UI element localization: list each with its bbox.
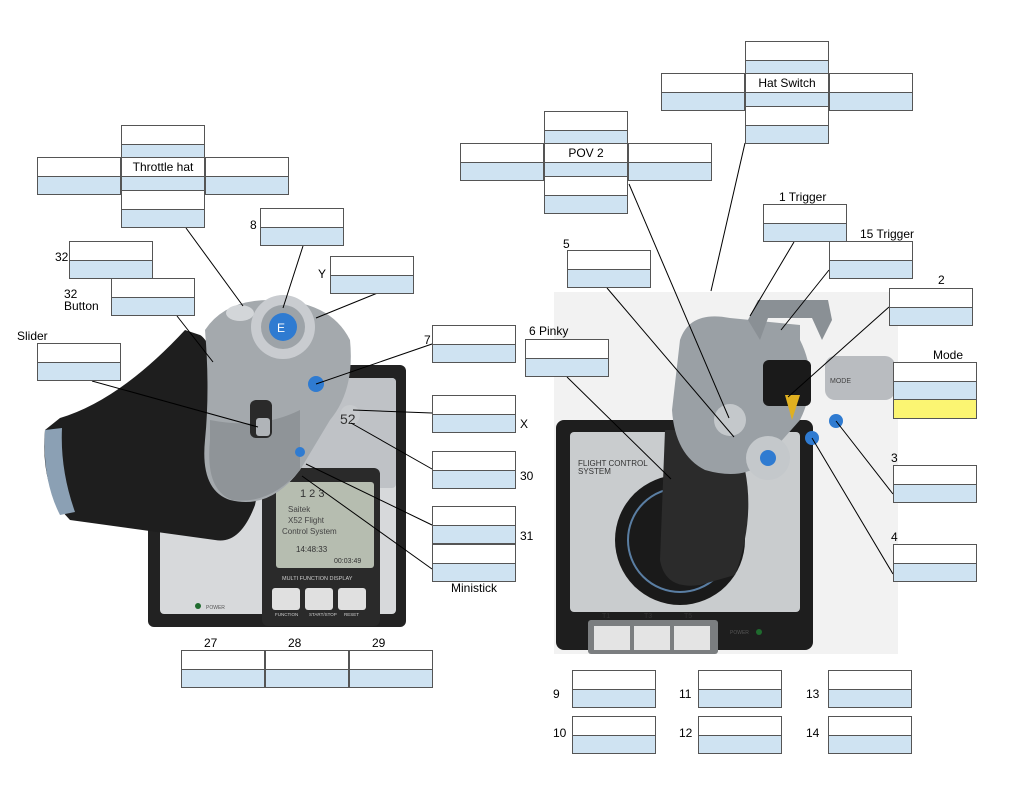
label-27: 27 [204,636,218,650]
box-y[interactable] [330,256,414,294]
t1-caption: T1 [602,613,610,620]
box-11[interactable] [698,670,782,708]
label-2: 2 [938,273,945,287]
box-10[interactable] [572,716,656,754]
t3-caption: T3 [644,613,652,620]
label-32-button-1: 32 [64,287,78,301]
label-28: 28 [288,636,302,650]
label-13: 13 [806,687,820,701]
throttle-hat-right-box[interactable] [205,157,289,195]
label-y: Y [318,267,327,281]
svg-text:1 2 3: 1 2 3 [300,488,324,500]
box-13[interactable] [828,670,912,708]
box-32-button[interactable] [111,278,195,316]
mfd-text-1: Saitek [288,505,311,514]
reset-button [338,588,366,610]
mfd-screen [276,482,374,568]
throttle-power-led [195,603,201,609]
box-ministick[interactable] [432,544,516,582]
pov2-down-box[interactable] [544,176,628,214]
label-9: 9 [553,687,560,701]
box-x[interactable] [432,395,516,433]
label-8: 8 [250,218,257,232]
label-14: 14 [806,726,820,740]
label-11: 11 [679,687,692,701]
pov2-right-box[interactable] [628,143,712,181]
label-32-button-2: Button [64,299,99,313]
t5-caption: T5 [684,613,692,620]
box-30[interactable] [432,451,516,489]
hat-switch-left-box[interactable] [661,73,745,111]
box-14[interactable] [828,716,912,754]
pov2-center-box[interactable]: POV 2 [544,143,628,181]
label-30: 30 [520,469,534,483]
box-8[interactable] [260,208,344,246]
box-29[interactable] [349,650,433,688]
box-mode[interactable] [893,362,977,419]
label-10: 10 [553,726,567,740]
throttle-power-caption: POWER [206,605,225,611]
label-15-trigger: 15 Trigger [860,227,915,241]
box-7[interactable] [432,325,516,363]
box-12[interactable] [698,716,782,754]
label-1-trigger: 1 Trigger [779,190,827,204]
function-caption: FUNCTION [275,612,298,617]
label-7: 7 [424,333,431,347]
throttle-hat-down-box[interactable] [121,190,205,228]
label-slider: Slider [17,329,48,343]
function-button [272,588,300,610]
label-12: 12 [679,726,693,740]
pov2-left-box[interactable] [460,143,544,181]
throttle-hat-label: Throttle hat [122,158,204,176]
throttle-logo: 52 [340,411,356,427]
label-3: 3 [891,451,898,465]
box-28[interactable] [265,650,349,688]
box-5[interactable] [567,250,651,288]
box-3[interactable] [893,465,977,503]
throttle-hat-center-box[interactable]: Throttle hat [121,157,205,195]
box-slider[interactable] [37,343,121,381]
mfd-caption: MULTI FUNCTION DISPLAY [282,576,353,582]
label-5: 5 [563,237,570,251]
leader-hat-switch [710,142,746,292]
fcs-caption-2: SYSTEM [578,467,611,476]
reset-caption: RESET [344,612,359,617]
box-32[interactable] [69,241,153,279]
stick-power-led [756,629,762,635]
mfd-counter: 00:03:49 [334,558,361,565]
box-1-trigger[interactable] [763,204,847,242]
box-31[interactable] [432,506,516,544]
label-31: 31 [520,529,534,543]
box-27[interactable] [181,650,265,688]
stick-power-caption: POWER [730,630,749,636]
hat-switch-center-box[interactable]: Hat Switch [745,73,829,111]
hat-switch-right-box[interactable] [829,73,913,111]
box-9[interactable] [572,670,656,708]
hat-switch-down-box[interactable] [745,106,829,144]
hat-switch-label: Hat Switch [746,74,828,92]
label-6-pinky: 6 Pinky [529,324,569,338]
box-4[interactable] [893,544,977,582]
label-ministick: Ministick [451,581,498,595]
start-caption: START/STOP [309,612,337,617]
label-x: X [520,417,529,431]
box-2[interactable] [889,288,973,326]
pov2-label: POV 2 [545,144,627,162]
throttle-hat-up-box[interactable] [121,125,205,163]
label-4: 4 [891,530,898,544]
throttle-photo: 1 2 3 Saitek X52 Flight Control System 1… [44,295,406,627]
mfd-text-2: X52 Flight [288,516,325,525]
box-15-trigger[interactable] [829,241,913,279]
box-6-pinky[interactable] [525,339,609,377]
label-mode: Mode [933,348,964,362]
throttle-hat-left-box[interactable] [37,157,121,195]
label-29: 29 [372,636,386,650]
mode-caption: MODE [830,378,851,385]
start-stop-button [305,588,333,610]
mfd-time: 14:48:33 [296,545,328,554]
label-32: 32 [55,250,69,264]
mfd-text-3: Control System [282,527,337,536]
svg-text:E: E [277,321,285,335]
